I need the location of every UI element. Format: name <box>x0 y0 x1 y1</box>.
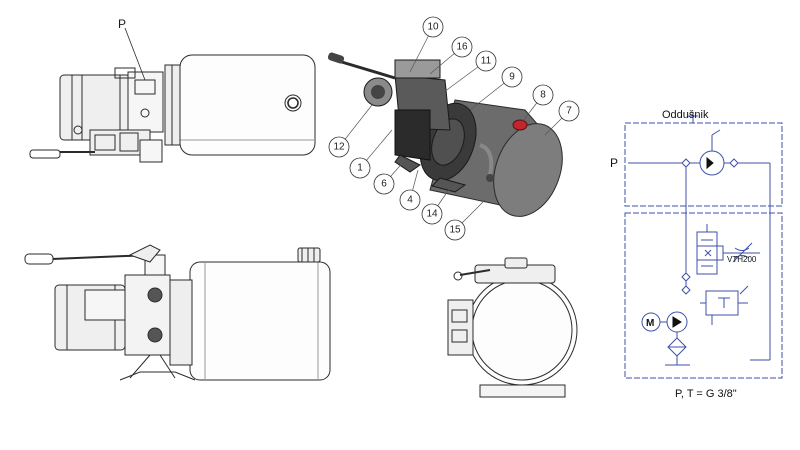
top-view-valve-block <box>127 71 164 133</box>
schematic-motor-icon <box>641 312 661 332</box>
schematic-lower-box <box>624 212 783 379</box>
callout-1: 1 <box>357 163 363 174</box>
top-view-port-label: P <box>118 17 126 31</box>
end-view-tank <box>466 274 578 386</box>
callout-7: 7 <box>566 106 572 117</box>
isometric-view: 10 16 11 9 8 7 12 1 6 4 14 15 <box>327 16 580 241</box>
callout-16: 16 <box>456 42 468 53</box>
callout-9: 9 <box>509 72 515 83</box>
top-view-filler-cap-icon <box>284 94 302 112</box>
schematic-ports-label: P, T = G 3/8" <box>675 388 737 400</box>
schematic-relief-valve-icon <box>705 290 739 316</box>
side-view <box>24 244 331 381</box>
side-view-handle <box>24 253 54 265</box>
end-view <box>447 257 578 398</box>
callout-8: 8 <box>540 90 546 101</box>
schematic-dir-valve-icon <box>696 231 718 247</box>
callout-4: 4 <box>407 195 413 206</box>
callout-11: 11 <box>481 56 492 67</box>
callout-group: 10 16 11 9 8 7 12 1 6 4 14 15 <box>328 16 580 241</box>
side-view-valve-block <box>124 274 171 356</box>
end-view-valve-block <box>447 299 474 356</box>
callout-15: 15 <box>449 225 461 236</box>
schematic-motor-label: M <box>646 318 654 329</box>
iso-tank-end <box>493 123 563 217</box>
iso-filler-cap-icon <box>512 119 528 131</box>
callout-10: 10 <box>427 22 439 33</box>
callout-14: 14 <box>426 209 438 220</box>
callout-12: 12 <box>333 142 345 153</box>
side-view-tank <box>189 261 331 381</box>
schematic-valve-label: VTH200 <box>727 255 757 264</box>
top-view <box>29 27 316 163</box>
schematic-breather-label: Oddušnik <box>662 109 709 121</box>
side-view-filler-cap-icon <box>297 247 321 263</box>
schematic-port-label: P <box>610 156 618 170</box>
hydraulic-schematic <box>624 112 783 379</box>
callout-6: 6 <box>381 179 387 190</box>
iso-handle <box>327 52 345 64</box>
top-view-handle <box>29 149 61 159</box>
